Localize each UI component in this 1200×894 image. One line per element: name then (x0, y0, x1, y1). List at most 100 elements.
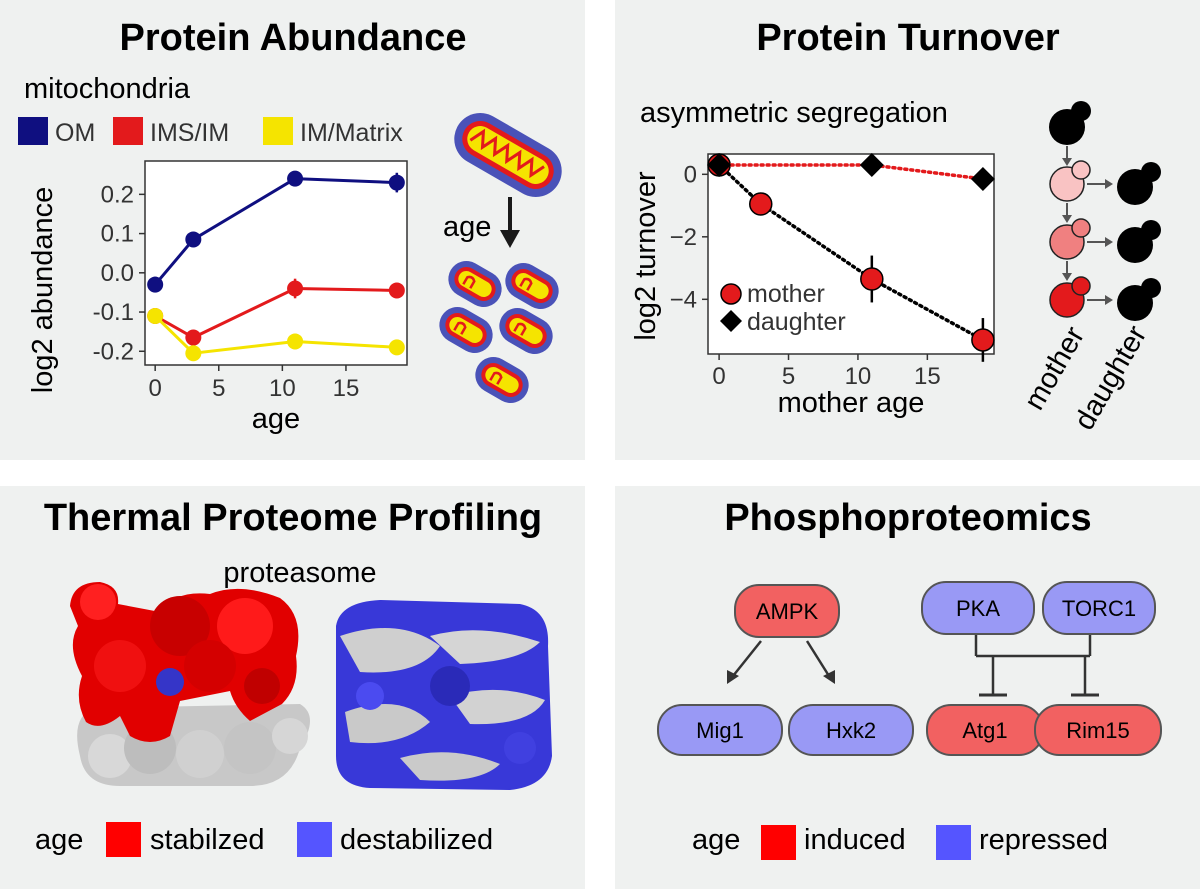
node-ampk: AMPK (734, 584, 840, 638)
abundance-xtick-label-3: 15 (333, 375, 360, 402)
legend-label-ims-im: IMS/IM (150, 119, 229, 147)
mitochondria-age-label: age (443, 211, 491, 243)
turnover-plot-area (707, 153, 995, 355)
turnover-ylabel: log2 turnover (630, 171, 662, 341)
node-mig1: Mig1 (657, 704, 783, 756)
panel-phosphoproteomics: Phosphoproteomics AMPK PKA (615, 486, 1200, 889)
node-ampk-label: AMPK (756, 599, 819, 624)
node-hxk2: Hxk2 (788, 704, 914, 756)
abundance-subtitle: mitochondria (24, 73, 191, 105)
daughter-cell-icon (1117, 278, 1161, 321)
panel-thermal-proteome-profiling: Thermal Proteome Profiling proteasome (0, 486, 585, 889)
mitochondrion-small-icon (439, 307, 493, 353)
edge-ampk-hxk2 (805, 640, 831, 677)
data-point-daughter (970, 167, 995, 191)
lineage-arrow-icon (1062, 273, 1072, 281)
node-atg1: Atg1 (926, 704, 1044, 756)
abundance-ytick-label-3: 0.1 (101, 221, 134, 248)
yeast-cell-icon (1049, 101, 1091, 145)
data-point-im-matrix (388, 339, 405, 356)
data-point-im-matrix (287, 333, 304, 350)
node-pka: PKA (921, 581, 1035, 635)
legend-marker-mother (720, 283, 742, 305)
proteasome-side-view-image (70, 582, 311, 786)
abundance-svg: Protein Abundance mitochondria OM IMS/IM… (18, 17, 562, 435)
data-point-ims-im (185, 329, 202, 346)
phospho-legend-prefix: age (692, 824, 740, 856)
mitochondrion-small-icon (505, 263, 559, 309)
turnover-xtick-label-1: 5 (782, 363, 795, 390)
panel-protein-turnover: Protein Turnover asymmetric segregation … (615, 0, 1200, 460)
abundance-xtick-label-1: 5 (212, 375, 225, 402)
legend-swatch-om (18, 117, 48, 145)
turnover-ytick-label-0: 0 (684, 161, 697, 188)
abundance-ytick-label-4: 0.2 (101, 181, 134, 208)
legend-swatch-im-matrix (263, 117, 293, 145)
lineage-arrow-icon (1105, 179, 1113, 189)
daughter-cell-icon (1117, 162, 1161, 205)
data-point-om (287, 170, 304, 187)
panel-protein-abundance: Protein Abundance mitochondria OM IMS/IM… (0, 0, 585, 460)
legend-label-mother: mother (747, 280, 825, 308)
mitochondrion-small-icon (499, 308, 553, 354)
mother-cell-icon (1049, 276, 1091, 318)
abundance-series-layer (147, 170, 405, 362)
activation-arrow-icon (823, 670, 835, 684)
legend-swatch-ims-im (113, 117, 143, 145)
node-pka-label: PKA (956, 596, 1000, 621)
data-point-ims-im (287, 280, 304, 297)
lineage-arrow-icon (1062, 215, 1072, 223)
node-torc1-label: TORC1 (1062, 596, 1136, 621)
phospho-legend-swatch-induced (761, 825, 796, 860)
data-point-im-matrix (185, 345, 202, 362)
node-rim15-label: Rim15 (1066, 718, 1130, 743)
turnover-xlabel: mother age (778, 387, 925, 419)
turnover-subtitle: asymmetric segregation (640, 97, 948, 129)
lineage-arrow-icon (1105, 295, 1113, 305)
phospho-title: Phosphoproteomics (724, 497, 1091, 539)
node-mig1-label: Mig1 (696, 718, 744, 743)
turnover-title: Protein Turnover (756, 17, 1060, 59)
series-line-mother (717, 163, 985, 342)
legend-marker-daughter (720, 310, 742, 332)
data-point-daughter (859, 152, 884, 177)
legend-label-om: OM (55, 119, 95, 147)
data-point-mother (971, 328, 995, 352)
mitochondrion-small-icon (475, 357, 529, 403)
abundance-xtick-label-2: 10 (269, 375, 296, 402)
abundance-ytick-label-0: -0.2 (93, 338, 134, 365)
node-hxk2-label: Hxk2 (826, 718, 876, 743)
data-point-om (388, 174, 405, 191)
series-line-ims-im (154, 286, 397, 340)
tpp-legend-prefix: age (35, 824, 83, 856)
data-point-om (185, 231, 202, 248)
tpp-title: Thermal Proteome Profiling (44, 497, 542, 539)
proteasome-top-view-image (336, 600, 552, 790)
turnover-ytick-label-2: −4 (670, 286, 697, 313)
turnover-xtick-label-2: 10 (845, 363, 872, 390)
lineage-arrow-icon (1105, 237, 1113, 247)
mitochondrion-large-icon (454, 113, 562, 197)
abundance-title: Protein Abundance (120, 17, 467, 59)
turnover-series-layer (707, 152, 995, 362)
abundance-xtick-label-0: 0 (148, 375, 161, 402)
tpp-subtitle: proteasome (223, 557, 376, 589)
tpp-legend-label-destabilized: destabilized (340, 824, 493, 856)
turnover-xtick-label-3: 15 (914, 363, 941, 390)
tpp-legend-swatch-destabilized (297, 822, 332, 857)
turnover-ytick-label-1: −2 (670, 224, 697, 251)
node-atg1-label: Atg1 (962, 718, 1007, 743)
phospho-legend-label-repressed: repressed (979, 824, 1108, 856)
data-point-mother (749, 192, 773, 216)
tpp-legend-label-stabilized: stabilzed (150, 824, 264, 856)
turnover-svg: Protein Turnover asymmetric segregation … (630, 17, 1161, 436)
data-point-mother (860, 267, 884, 291)
abundance-ytick-label-1: -0.1 (93, 299, 134, 326)
lineage-arrow-icon (1062, 158, 1072, 166)
edge-ampk-mig1 (732, 640, 762, 677)
yeast-lineage-diagram (1049, 101, 1161, 321)
node-torc1: TORC1 (1042, 581, 1156, 635)
mother-cell-icon (1049, 218, 1091, 260)
data-point-daughter (707, 152, 732, 177)
